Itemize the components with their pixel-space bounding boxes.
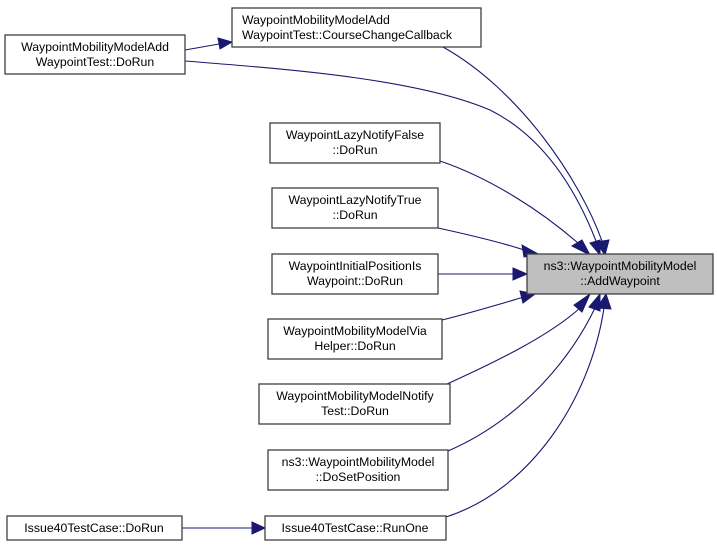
node-label-line-1: WaypointMobilityModelAdd <box>21 40 169 54</box>
node-add-waypoint-test-dorun[interactable]: WaypointMobilityModelAdd WaypointTest::D… <box>4 34 186 75</box>
node-box <box>267 318 443 360</box>
edge-via-helper-to-target <box>441 296 525 321</box>
node-box <box>271 253 439 295</box>
node-notify-test[interactable]: WaypointMobilityModelNotify Test::DoRun <box>258 383 451 425</box>
node-via-helper[interactable]: WaypointMobilityModelVia Helper::DoRun <box>267 318 443 360</box>
nodes-layer: ns3::WaypointMobilityModel ::AddWaypoint… <box>4 7 714 541</box>
node-label-line-2: Test::DoRun <box>321 404 389 418</box>
node-label-line-2: ::AddWaypoint <box>580 274 660 288</box>
edge-lazy-notify-false-to-target <box>439 160 579 244</box>
arrowhead-to-run-one <box>251 521 267 535</box>
node-label-line-1: Issue40TestCase::RunOne <box>282 521 429 535</box>
node-issue40-dorun[interactable]: Issue40TestCase::DoRun <box>6 515 183 541</box>
arrowhead-notify-test <box>573 292 592 313</box>
arrowhead-lazy-notify-false <box>570 239 592 257</box>
node-box <box>258 383 451 425</box>
node-label-line-2: Helper::DoRun <box>314 339 395 353</box>
edges-layer <box>182 37 612 535</box>
node-lazy-notify-true[interactable]: WaypointLazyNotifyTrue ::DoRun <box>271 187 439 229</box>
node-box <box>231 7 482 48</box>
node-target-add-waypoint[interactable]: ns3::WaypointMobilityModel ::AddWaypoint <box>526 253 714 295</box>
node-label-line-1: ns3::WaypointMobilityModel <box>544 259 697 273</box>
node-label-line-1: WaypointMobilityModelNotify <box>276 389 434 403</box>
node-label-line-1: Issue40TestCase::DoRun <box>24 521 164 535</box>
edge-course-change-callback-to-target <box>442 46 603 242</box>
node-box <box>271 187 439 229</box>
edge-notify-test-to-target <box>446 307 581 385</box>
node-run-one[interactable]: Issue40TestCase::RunOne <box>264 515 447 541</box>
arrowhead-to-course-change-callback <box>217 37 234 50</box>
node-box <box>269 122 441 164</box>
node-label-line-2: ::DoRun <box>332 208 377 222</box>
node-label-line-2: WaypointTest::DoRun <box>36 55 155 69</box>
node-label-line-1: WaypointLazyNotifyTrue <box>288 193 421 207</box>
edge-add-waypoint-test-dorun-to-target <box>184 60 597 242</box>
edge-lazy-notify-true-to-target <box>437 227 525 251</box>
node-do-set-position[interactable]: ns3::WaypointMobilityModel ::DoSetPositi… <box>267 449 449 491</box>
node-label-line-2: ::DoSetPosition <box>316 470 401 484</box>
node-label-line-1: WaypointMobilityModelAdd <box>242 13 390 27</box>
node-label-line-1: WaypointLazyNotifyFalse <box>286 128 424 142</box>
node-box <box>6 515 183 541</box>
node-label-line-2: Waypoint::DoRun <box>307 274 403 288</box>
arrowhead-initial-position <box>512 267 529 281</box>
node-label-line-2: WaypointTest::CourseChangeCallback <box>242 28 453 42</box>
node-label-line-2: ::DoRun <box>332 143 377 157</box>
edge-do-set-position-to-target <box>447 307 596 452</box>
node-course-change-callback[interactable]: WaypointMobilityModelAdd WaypointTest::C… <box>231 7 482 48</box>
node-box <box>4 34 186 75</box>
node-box <box>267 449 449 491</box>
arrowhead-run-one <box>596 292 612 310</box>
node-box <box>264 515 447 541</box>
node-label-line-1: WaypointInitialPositionIs <box>289 259 422 273</box>
edge-run-one-to-target <box>445 307 605 518</box>
node-label-line-1: ns3::WaypointMobilityModel <box>282 455 435 469</box>
edge-add-waypoint-test-dorun-to-course-change-callback <box>184 43 220 51</box>
arrowhead-course-change-callback <box>595 239 610 257</box>
node-lazy-notify-false[interactable]: WaypointLazyNotifyFalse ::DoRun <box>269 122 441 164</box>
node-initial-position[interactable]: WaypointInitialPositionIs Waypoint::DoRu… <box>271 253 439 295</box>
node-box <box>526 253 714 295</box>
node-label-line-1: WaypointMobilityModelVia <box>283 324 427 338</box>
